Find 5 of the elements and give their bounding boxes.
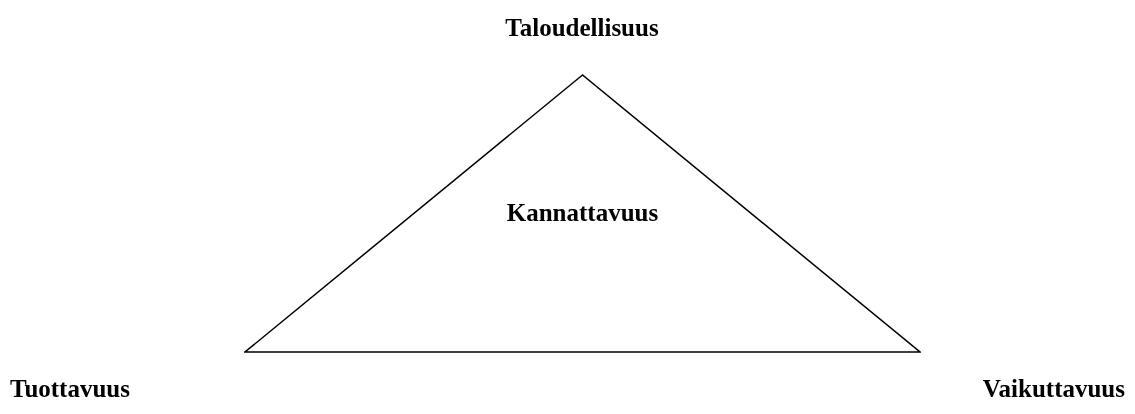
corner-label: Tuottavuus <box>10 375 130 403</box>
apex-label: Taloudellisuus <box>505 14 659 42</box>
corner-label: Vaikuttavuus <box>982 375 1125 403</box>
triangle-label: Kannattavuus <box>506 199 659 227</box>
triangle-shape <box>244 74 921 353</box>
